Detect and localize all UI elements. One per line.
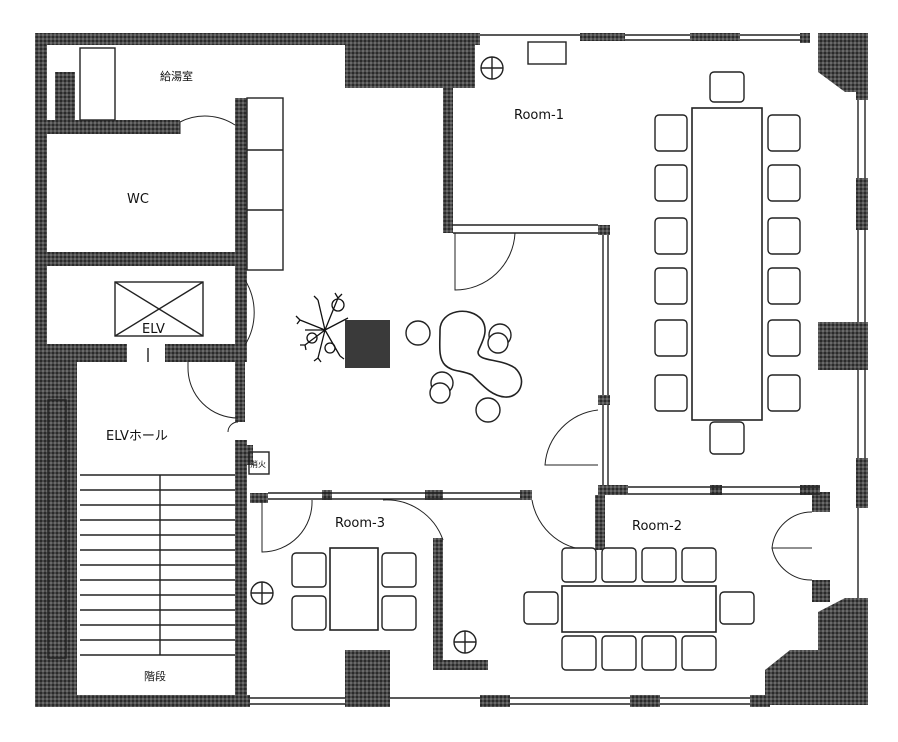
staircase: [80, 474, 235, 656]
elevator-car: [114, 281, 204, 362]
plant-icon: [295, 292, 349, 363]
room1-conference-set: [654, 71, 801, 455]
room3-meeting-set: [291, 547, 417, 631]
room2-conference-set: [523, 547, 755, 671]
label-stairs: 階段: [144, 669, 166, 683]
label-elevator: ELV: [142, 322, 165, 337]
fire-hydrant-box: [248, 451, 270, 475]
lounge-seating: [405, 310, 523, 423]
drain-symbols: [250, 56, 504, 654]
label-elevator-hall: ELVホール: [106, 429, 168, 444]
label-room1: Room-1: [514, 108, 564, 123]
label-room2: Room-2: [632, 519, 682, 534]
label-wc: WC: [127, 192, 149, 207]
outer-walls: [35, 33, 868, 707]
label-fire-hydrant: 消火: [250, 459, 266, 469]
interior-walls: [47, 72, 820, 703]
label-kitchenette: 給湯室: [160, 69, 193, 83]
label-room3: Room-3: [335, 516, 385, 531]
partition-lines: [47, 34, 866, 705]
